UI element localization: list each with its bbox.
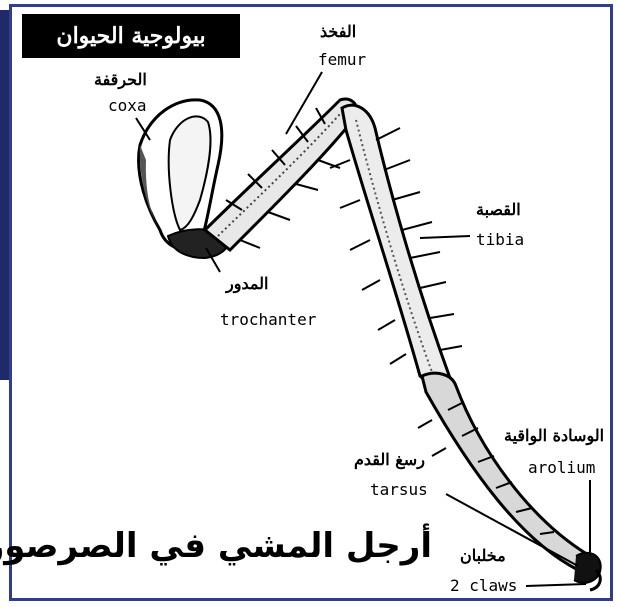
tibia-label: tibia [476,232,524,248]
figure-caption: أرجل المشي في الصرصور [20,526,432,566]
femur-label: femur [318,52,366,68]
trochanter-label: trochanter [220,312,316,328]
femur-label-arabic: الفخذ [320,24,356,40]
arolium-label-arabic: الوسادة الواقية [504,428,604,444]
coxa-label-arabic: الحرقفة [94,72,147,88]
header-title: بيولوجية الحيوان العملية [22,14,240,58]
tibia-drawing [330,105,462,382]
coxa-label: coxa [108,98,147,114]
tibia-leader [420,236,470,238]
tarsus-label: tarsus [370,482,428,498]
femur-drawing [205,99,357,250]
arolium-label: arolium [528,460,595,476]
claws-leader [526,584,586,586]
claws-label-arabic: مخلبان [460,548,506,564]
claws-label: 2 claws [450,578,517,594]
tarsus-label-arabic: رسغ القدم [354,452,425,468]
trochanter-label-arabic: المدور [226,276,268,292]
tibia-label-arabic: القصبة [476,202,521,218]
